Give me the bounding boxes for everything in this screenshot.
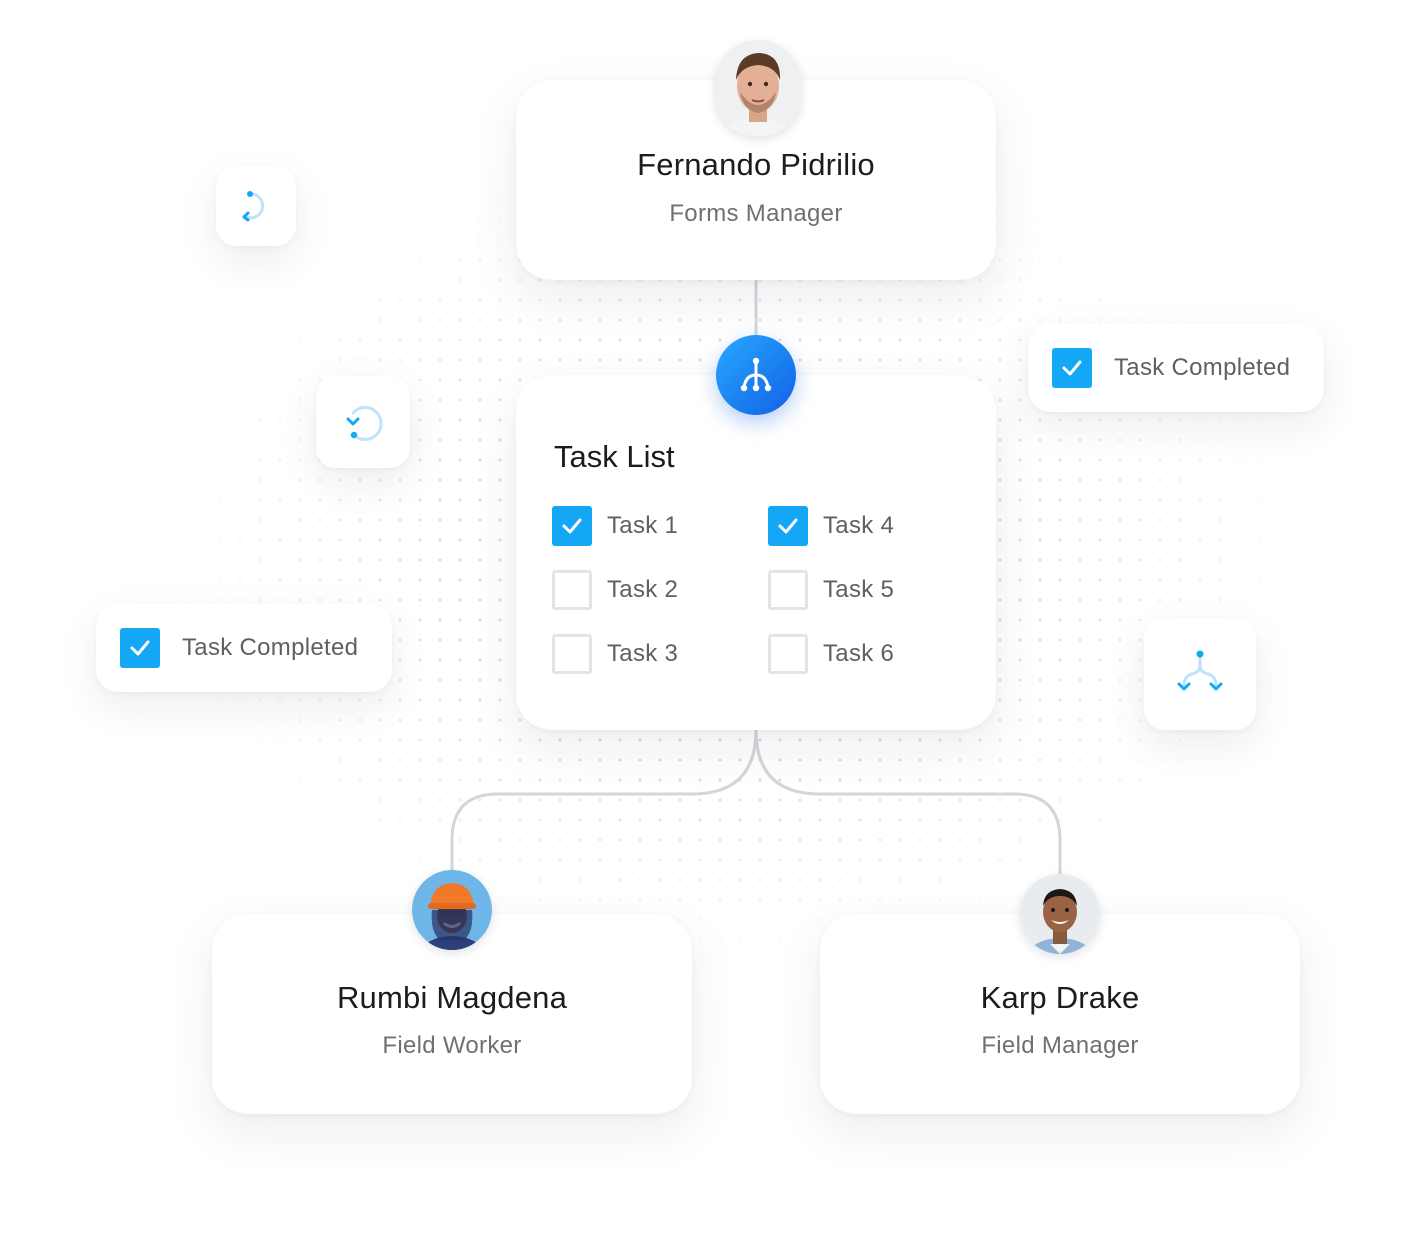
task-item[interactable]: Task 1 [552,505,678,547]
task-item[interactable]: Task 2 [552,569,678,611]
task-item[interactable]: Task 3 [552,633,678,675]
task-label: Task 2 [607,576,679,603]
worker-name: Rumbi Magdena [336,980,568,1015]
loading-tile [316,376,410,468]
badge-label: Task Completed [1114,354,1291,381]
checkbox-checked [120,628,160,668]
task-item[interactable]: Task 6 [768,633,894,675]
task-label: Task 1 [607,512,679,539]
worker-role: Field Worker [382,1032,522,1059]
checkbox-unchecked[interactable] [552,570,592,610]
badge-label: Task Completed [182,634,359,661]
task-list-card: Task List Task 1 Task 2 Task 3 Task 4 Ta… [516,375,996,730]
task-list-title: Task List [554,439,675,474]
task-item[interactable]: Task 4 [768,505,894,547]
checkbox-checked[interactable] [768,506,808,546]
hub-node [716,335,796,415]
task-completed-badge-left: Task Completed [96,604,392,692]
split-tile [1144,618,1256,730]
checkmark-icon [562,518,582,534]
checkmark-icon [778,518,798,534]
checkbox-unchecked[interactable] [768,570,808,610]
manager-card: Fernando Pidrilio Forms Manager [516,80,996,280]
checkmark-icon [130,640,150,656]
rumbi-avatar [412,870,492,950]
worker-role: Field Manager [981,1032,1139,1059]
checkbox-unchecked[interactable] [552,634,592,674]
manager-avatar [715,40,801,136]
checkbox-checked[interactable] [552,506,592,546]
task-completed-badge-right: Task Completed [1028,324,1324,412]
manager-name: Fernando Pidrilio [637,147,875,182]
karp-avatar [1020,874,1100,954]
checkbox-checked [1052,348,1092,388]
refresh-tile [216,166,296,246]
branch-icon [740,357,772,392]
split-icon [1177,650,1223,691]
checkbox-unchecked[interactable] [768,634,808,674]
connector-to-rumbi [450,729,758,872]
task-item[interactable]: Task 5 [768,569,894,611]
task-label: Task 6 [823,640,895,667]
loading-icon [346,405,383,441]
worker-name: Karp Drake [980,980,1140,1015]
manager-role: Forms Manager [669,200,843,227]
task-label: Task 4 [823,512,895,539]
refresh-icon [242,191,265,222]
task-label: Task 5 [823,576,895,603]
connector-to-karp [754,729,1062,876]
checkmark-icon [1062,360,1082,376]
task-label: Task 3 [607,640,679,667]
